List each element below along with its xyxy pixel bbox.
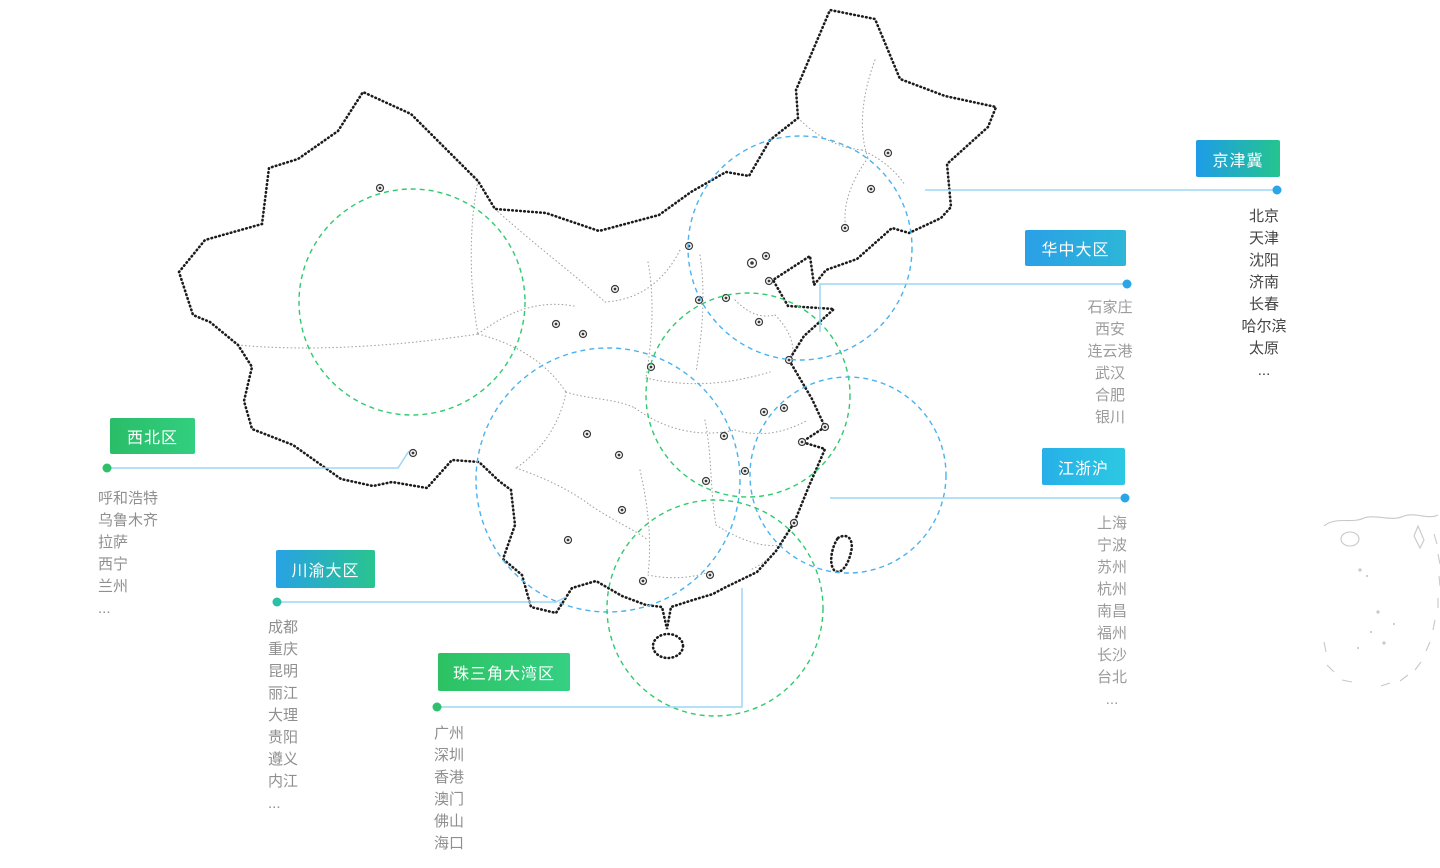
city-item: 大理 — [268, 707, 299, 724]
circle-jiangzhehu — [749, 376, 947, 574]
national-border — [177, 8, 998, 660]
city-item: 杭州 — [1096, 581, 1127, 598]
city-item: 重庆 — [268, 641, 299, 658]
dot-zhusanjiao — [432, 702, 442, 712]
city-item: 澳门 — [434, 791, 465, 808]
city-list-zhusanjiao: 广州深圳香港澳门佛山海口... — [434, 723, 554, 868]
city-item: ... — [1105, 691, 1119, 708]
connector-xibei — [107, 450, 410, 469]
dot-huazhong — [1122, 279, 1132, 289]
dot-xibei — [102, 463, 112, 473]
city-item: 遵义 — [268, 751, 299, 768]
dot-jiangzhehu — [1120, 493, 1130, 503]
region-label-zhusanjiao: 珠三角大湾区 — [438, 653, 570, 691]
taiwan-island — [829, 534, 854, 573]
region-label-huazhong: 华中大区 — [1025, 230, 1126, 266]
circle-huazhong — [645, 292, 851, 498]
city-item: 苏州 — [1096, 559, 1127, 576]
city-item: 合肥 — [1094, 387, 1125, 404]
region-label-jiangzhehu: 江浙沪 — [1042, 448, 1125, 485]
connector-dots — [102, 185, 1282, 712]
city-item: 太原 — [1248, 340, 1279, 357]
city-list-chuanyu: 成都重庆昆明丽江大理贵阳遵义内江... — [268, 617, 388, 815]
city-item: 银川 — [1094, 409, 1125, 426]
city-item: 西宁 — [98, 556, 129, 573]
city-list-xibei: 呼和浩特乌鲁木齐拉萨西宁兰州... — [98, 488, 218, 620]
city-item: ... — [268, 795, 281, 812]
city-list-huazhong: 石家庄西安连云港武汉合肥银川 — [1050, 297, 1170, 429]
city-item: 南昌 — [1096, 603, 1127, 620]
city-item: 乌鲁木齐 — [98, 512, 159, 529]
city-item: ... — [434, 857, 447, 868]
region-label-jingjinji: 京津冀 — [1196, 140, 1280, 177]
city-item: 上海 — [1096, 515, 1127, 532]
city-item: 福州 — [1096, 625, 1127, 642]
city-item: 天津 — [1248, 230, 1279, 247]
city-item: 台北 — [1096, 669, 1127, 686]
city-list-jingjinji: 北京天津沈阳济南长春哈尔滨太原... — [1204, 206, 1324, 382]
connector-zhusanjiao — [437, 588, 743, 708]
city-item: 沈阳 — [1248, 252, 1279, 269]
region-circles — [298, 135, 947, 717]
city-item: 连云港 — [1087, 343, 1133, 360]
hainan-island — [651, 632, 685, 660]
circle-jingjinji — [687, 135, 913, 361]
dot-jingjinji — [1272, 185, 1282, 195]
city-item: 武汉 — [1094, 365, 1125, 382]
city-markers — [375, 148, 893, 586]
region-label-chuanyu: 川渝大区 — [276, 550, 375, 588]
city-item: ... — [1257, 362, 1271, 379]
city-item: 成都 — [268, 619, 299, 636]
connector-chuanyu — [277, 596, 567, 603]
south-china-sea-inset — [1323, 514, 1440, 687]
city-item: 宁波 — [1096, 537, 1127, 554]
city-item: 丽江 — [268, 685, 299, 702]
city-item: ... — [98, 600, 111, 617]
city-item: 海口 — [434, 835, 465, 852]
region-label-xibei: 西北区 — [110, 418, 195, 454]
city-item: 内江 — [268, 773, 299, 790]
province-borders — [237, 59, 906, 579]
city-item: 长春 — [1248, 296, 1279, 313]
city-item: 呼和浩特 — [98, 490, 159, 507]
region-connectors — [107, 189, 1277, 708]
city-item: 拉萨 — [98, 534, 129, 551]
city-item: 广州 — [434, 725, 465, 742]
city-item: 石家庄 — [1087, 299, 1133, 316]
city-item: 香港 — [434, 769, 465, 786]
connector-huazhong — [819, 283, 1127, 332]
city-item: 佛山 — [434, 813, 465, 830]
city-item: 哈尔滨 — [1241, 318, 1287, 335]
city-list-jiangzhehu: 上海宁波苏州杭州南昌福州长沙台北... — [1052, 513, 1172, 711]
city-item: 济南 — [1248, 274, 1279, 291]
city-item: 深圳 — [434, 747, 465, 764]
city-item: 北京 — [1248, 208, 1279, 225]
city-item: 兰州 — [98, 578, 129, 595]
city-item: 贵阳 — [268, 729, 299, 746]
city-item: 长沙 — [1096, 647, 1127, 664]
circle-xibei — [298, 188, 526, 416]
city-item: 昆明 — [268, 663, 299, 680]
circle-zhusanjiao — [606, 499, 824, 717]
circle-chuanyu — [475, 347, 741, 613]
city-item: 西安 — [1094, 321, 1125, 338]
dot-chuanyu — [272, 597, 282, 607]
